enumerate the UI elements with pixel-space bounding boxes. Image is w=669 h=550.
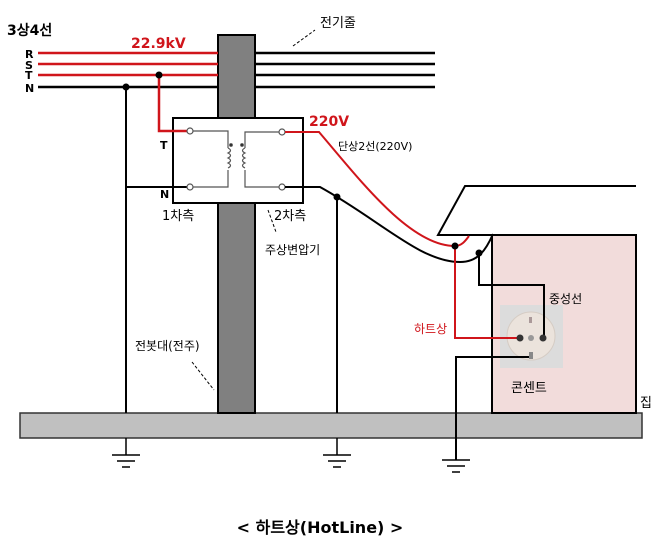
utility-pole <box>217 34 256 414</box>
power-line-label: 전기줄 <box>320 16 356 31</box>
primary-t-wire <box>157 75 187 133</box>
outlet-ground-wire <box>455 356 531 460</box>
hot-line-label: 하트상 <box>414 322 447 336</box>
hot-line-wire <box>454 246 520 339</box>
high-voltage-label: 22.9kV <box>131 36 186 52</box>
secondary-label: 2차측 <box>274 209 306 224</box>
pole-label: 전봇대(전주) <box>135 339 200 353</box>
transformer-t-label: T <box>160 139 168 152</box>
primary-label: 1차측 <box>162 209 194 224</box>
ground-icon <box>112 438 140 468</box>
ground-icon <box>323 438 351 468</box>
high-voltage-lines <box>38 51 435 89</box>
transformer-label: 주상변압기 <box>265 243 320 257</box>
ground-bar <box>19 412 643 439</box>
ground-icon <box>442 459 470 473</box>
neutral-label: 중성선 <box>549 292 582 306</box>
phase-t-label: T <box>25 69 33 82</box>
neutral-wire <box>478 253 545 338</box>
phase-n-label: N <box>25 82 34 95</box>
outlet-label: 콘센트 <box>511 381 547 396</box>
single-phase-label: 단상2선(220V) <box>338 140 412 153</box>
transformer-windings <box>193 130 279 188</box>
roof <box>436 185 636 236</box>
low-voltage-label: 220V <box>309 114 349 130</box>
system-label: 3상4선 <box>7 23 52 39</box>
secondary-hot-wire <box>285 131 470 248</box>
phase-s-label: S <box>25 59 33 72</box>
phase-r-label: R <box>25 48 34 61</box>
transformer-n-label: N <box>160 188 169 201</box>
house-label: 집 <box>640 396 652 411</box>
diagram-title: < 하트상(HotLine) > <box>237 518 404 537</box>
secondary-neutral-wire <box>285 186 494 264</box>
